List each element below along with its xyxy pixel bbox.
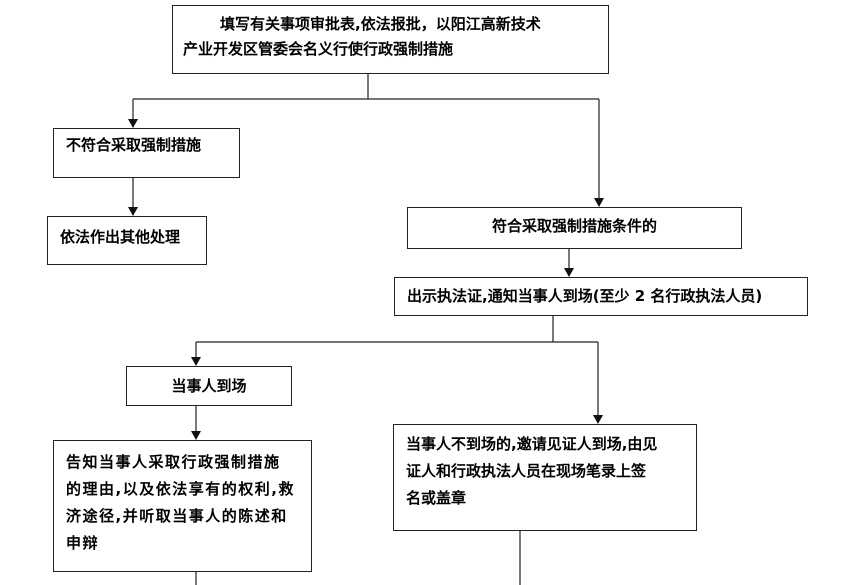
node-other-handling: 依法作出其他处理 — [47, 216, 207, 265]
node-other-handling-label: 依法作出其他处理 — [60, 228, 181, 246]
node-show-certificate-label: 出示执法证,通知当事人到场(至少 2 名行政执法人员) — [407, 287, 763, 305]
arrow-to-other-handling — [128, 207, 138, 216]
node-party-absent-line-2: 证人和行政执法人员在现场笔录上签 — [406, 462, 647, 480]
node-party-present-label: 当事人到场 — [171, 377, 247, 395]
arrow-to-show-certificate — [564, 268, 574, 277]
node-approval-line-1: 填写有关事项审批表,依法报批，以阳江高新技术 — [205, 15, 541, 33]
node-inform-party-line-2: 的理由,以及依法享有的权利,救 — [66, 480, 295, 498]
node-party-absent: 当事人不到场的,邀请见证人到场,由见 证人和行政执法人员在现场笔录上签 名或盖章 — [393, 424, 697, 531]
node-approval: 填写有关事项审批表,依法报批，以阳江高新技术 产业开发区管委会名义行使行政强制措… — [172, 5, 609, 74]
node-party-absent-line-1: 当事人不到场的,邀请见证人到场,由见 — [406, 435, 658, 453]
node-approval-line-2: 产业开发区管委会名义行使行政强制措施 — [183, 40, 454, 58]
node-not-qualified: 不符合采取强制措施 — [53, 128, 240, 178]
node-inform-party: 告知当事人采取行政强制措施 的理由,以及依法享有的权利,救 济途径,并听取当事人… — [53, 440, 312, 572]
arrow-to-party-absent — [593, 415, 603, 424]
node-qualified: 符合采取强制措施条件的 — [407, 207, 742, 249]
arrow-to-party-present — [191, 357, 201, 366]
node-inform-party-line-4: 申辩 — [66, 534, 100, 552]
node-party-absent-line-3: 名或盖章 — [406, 489, 467, 507]
node-inform-party-line-3: 济途径,并听取当事人的陈述和 — [66, 507, 288, 525]
node-not-qualified-label: 不符合采取强制措施 — [66, 136, 202, 154]
node-inform-party-line-1: 告知当事人采取行政强制措施 — [66, 453, 281, 471]
arrow-to-inform-party — [191, 431, 201, 440]
node-qualified-label: 符合采取强制措施条件的 — [491, 217, 657, 235]
arrow-to-qualified — [594, 198, 604, 207]
node-party-present: 当事人到场 — [126, 366, 292, 406]
arrow-to-not-qualified — [128, 119, 138, 128]
node-show-certificate: 出示执法证,通知当事人到场(至少 2 名行政执法人员) — [394, 277, 808, 316]
